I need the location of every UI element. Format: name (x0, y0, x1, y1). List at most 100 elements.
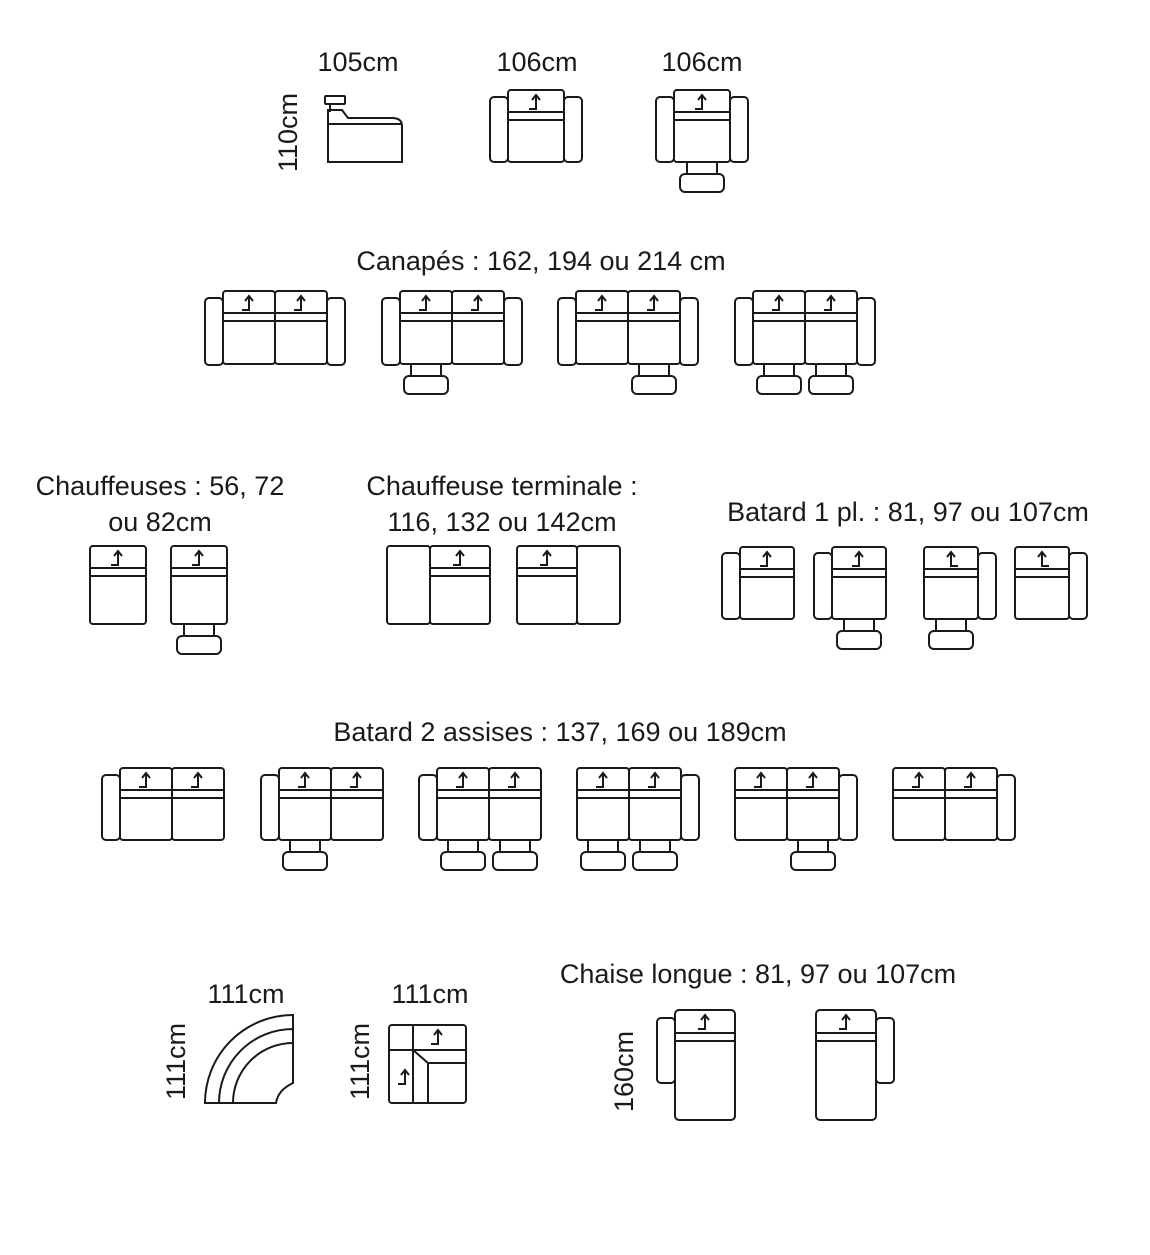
square-corner-width-label: 111cm (391, 979, 469, 1009)
one-arm-left (721, 546, 795, 620)
arrow-up-icon (431, 1028, 443, 1045)
two-seat-right-arm-double-recliner (576, 767, 700, 871)
seat-cushion (488, 767, 542, 841)
footrest-pad (631, 375, 677, 395)
seat-cushion (330, 767, 384, 841)
arrow-up-icon (453, 549, 465, 566)
armrest (680, 774, 700, 841)
chair-left-console (386, 545, 491, 625)
footrest-pad (492, 851, 538, 871)
seat-cushion (89, 545, 147, 625)
arrow-up-icon (294, 294, 306, 311)
armrest (656, 1017, 676, 1084)
arrow-up-icon (754, 771, 766, 788)
armrest (813, 552, 833, 620)
footrest-pad (756, 375, 802, 395)
side-profile-module (324, 95, 403, 163)
backrest-curve (218, 1028, 294, 1104)
arrow-up-icon (839, 1013, 851, 1030)
chaise-left-arm (656, 1009, 736, 1121)
armchair-recliner-module (655, 89, 749, 193)
armrest (977, 552, 997, 620)
arrow-up-icon (419, 294, 431, 311)
arrow-up-icon (806, 771, 818, 788)
backrest-curve (232, 1042, 294, 1104)
arrow-up-icon (508, 771, 520, 788)
footrest-pad (632, 851, 678, 871)
armchair-module (489, 89, 583, 163)
chauffeuse-terminale-title-line2: 116, 132 ou 142cm (387, 507, 617, 537)
sofa-2-seat (204, 290, 346, 366)
arrow-up-icon (648, 771, 660, 788)
arrow-up-icon (760, 550, 772, 567)
armchair-width-label: 106cm (496, 47, 578, 77)
chauffeuse-terminale-title-line1: Chauffeuse terminale : (366, 471, 638, 501)
seat-cushion (170, 545, 228, 625)
headrest (324, 95, 346, 105)
chaise-seat (674, 1009, 736, 1121)
seat-cushion (831, 546, 887, 620)
arrow-up-icon (456, 771, 468, 788)
arrow-up-icon (540, 549, 552, 566)
armrest (563, 96, 583, 163)
console (576, 545, 621, 625)
armrest (721, 552, 741, 620)
armrest (996, 774, 1016, 841)
arrow-up-icon (698, 1013, 710, 1030)
arrow-up-icon (695, 93, 707, 110)
armrest (503, 297, 523, 366)
arrow-up-icon (1037, 550, 1049, 567)
console (386, 545, 431, 625)
seat-cushion (429, 545, 491, 625)
armrest (729, 96, 749, 163)
seat-cushion (171, 767, 225, 841)
sofa-2-seat-double-recliner (734, 290, 876, 395)
curved-corner-width-label: 111cm (207, 979, 285, 1009)
chauffeuses-title-line2: ou 82cm (108, 507, 212, 537)
chauffeuses-title-line1: Chauffeuses : 56, 72 (35, 471, 285, 501)
arrow-up-icon (191, 771, 203, 788)
two-seat-left-arm (101, 767, 225, 841)
chair-right-console (516, 545, 621, 625)
two-seat-left-arm-left-recliner (260, 767, 384, 871)
two-seat-left-arm-double-recliner (418, 767, 542, 871)
footrest-pad (790, 851, 836, 871)
two-seat-right-arm (892, 767, 1016, 841)
armrest (875, 1017, 895, 1084)
curved-corner-body (203, 1013, 294, 1104)
armrest (856, 297, 876, 366)
armrest (381, 297, 401, 366)
arrow-up-icon (824, 294, 836, 311)
armrest (101, 774, 121, 841)
square-corner-module (388, 1024, 467, 1104)
batard1-title: Batard 1 pl. : 81, 97 ou 107cm (727, 497, 1089, 527)
armrest (204, 297, 224, 366)
arrow-up-icon (596, 771, 608, 788)
footrest-pad (679, 173, 725, 193)
arrow-up-icon (912, 771, 924, 788)
armrest (260, 774, 280, 841)
seat-cushion (739, 546, 795, 620)
arrow-up-icon (242, 294, 254, 311)
armrest (734, 297, 754, 366)
arrow-up-icon (298, 771, 310, 788)
curved-corner-module (203, 1013, 294, 1104)
footrest-pad (808, 375, 854, 395)
arrow-up-icon (852, 550, 864, 567)
armrest (418, 774, 438, 841)
arrow-up-icon (595, 294, 607, 311)
armrest (1068, 552, 1088, 620)
footrest-pad (176, 635, 222, 655)
arrow-up-icon (139, 771, 151, 788)
armrest (326, 297, 346, 366)
sofa-2-seat-right-recliner (557, 290, 699, 395)
sofa-2-seat-left-recliner (381, 290, 523, 395)
armrest (557, 297, 577, 366)
footrest-pad (928, 630, 974, 650)
arrow-up-icon (471, 294, 483, 311)
armless-chair-recliner (170, 545, 228, 655)
chaise-right-arm (815, 1009, 895, 1121)
armrest (679, 297, 699, 366)
armchair-recliner-width-label: 106cm (661, 47, 743, 77)
